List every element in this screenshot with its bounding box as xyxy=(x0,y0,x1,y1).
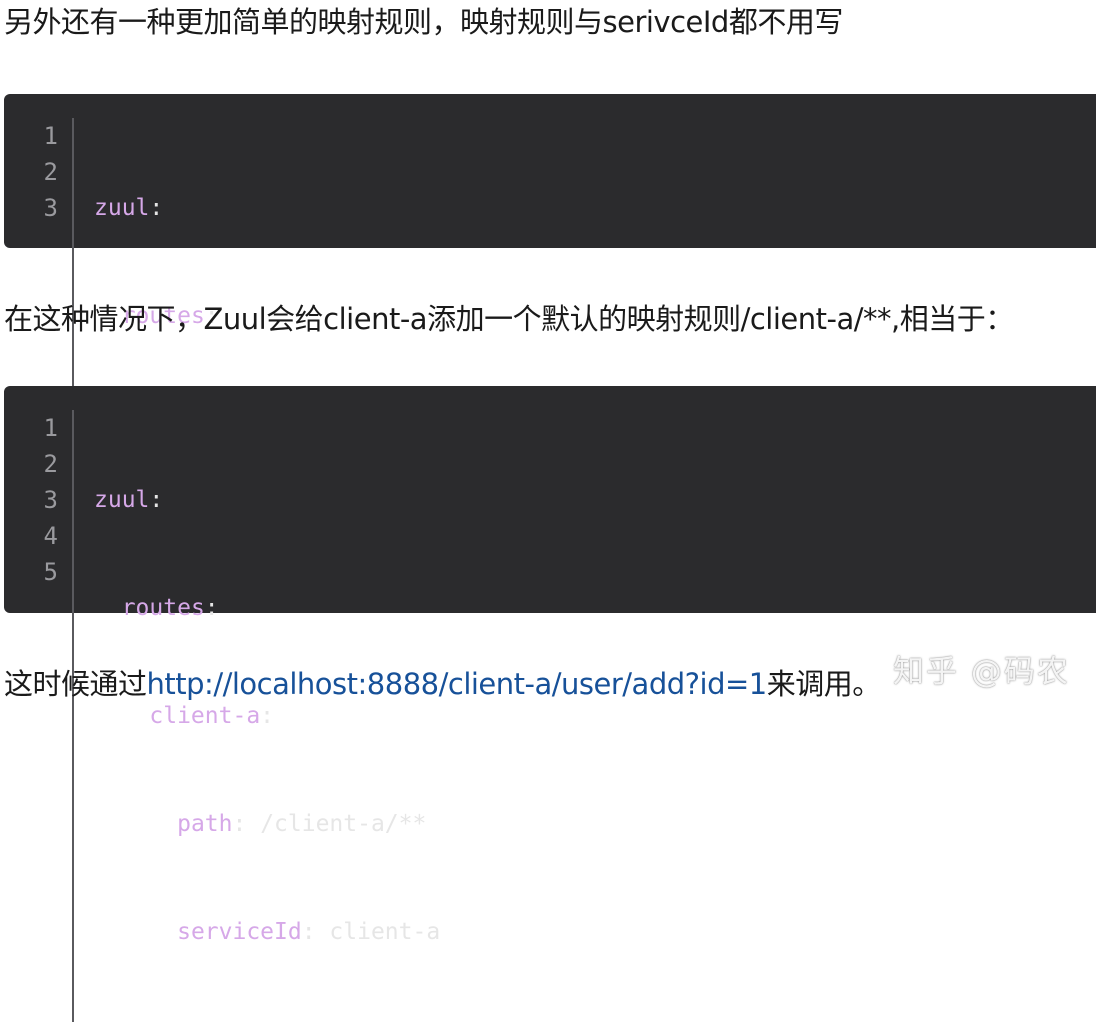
code-line: zuul: xyxy=(94,487,164,513)
localhost-url-link[interactable]: http://localhost:8888/client-a/user/add?… xyxy=(146,667,768,701)
yaml-value: client-a xyxy=(329,919,441,945)
intro-paragraph: 另外还有一种更加简单的映射规则，映射规则与serivceId都不用写 xyxy=(4,5,843,39)
code-line: zuul: xyxy=(94,195,164,221)
final-text-after-link: 来调用。 xyxy=(766,667,882,701)
code-lines: zuul: routes: client-a: path: /client-a/… xyxy=(74,410,440,1022)
yaml-key: zuul xyxy=(94,487,150,513)
line-number: 3 xyxy=(43,194,58,222)
final-paragraph: 这时候通过http://localhost:8888/client-a/user… xyxy=(4,664,881,704)
yaml-key: zuul xyxy=(94,195,150,221)
yaml-key: routes xyxy=(121,595,205,621)
line-number: 5 xyxy=(43,558,58,586)
zhihu-watermark: 知乎 @码农 xyxy=(893,654,1070,690)
middle-paragraph: 在这种情况下，Zuul会给client-a添加一个默认的映射规则/client-… xyxy=(4,302,1014,336)
line-number: 1 xyxy=(43,414,58,442)
yaml-key: serviceId xyxy=(177,919,302,945)
code-line: routes: xyxy=(121,595,219,621)
line-number-gutter: 1 2 3 xyxy=(4,118,74,514)
line-number: 4 xyxy=(43,522,58,550)
yaml-key: path xyxy=(177,811,233,837)
code-line: serviceId: client-a xyxy=(177,919,441,945)
yaml-value: /client-a/** xyxy=(260,811,427,837)
final-text-before-link: 这时候通过 xyxy=(4,667,147,701)
code-line: path: /client-a/** xyxy=(177,811,427,837)
line-number: 2 xyxy=(43,158,58,186)
code-line: routes: xyxy=(121,303,219,329)
line-number-gutter: 1 2 3 4 5 xyxy=(4,410,74,1022)
line-number: 3 xyxy=(43,486,58,514)
yaml-key: routes xyxy=(121,303,205,329)
code-block-2: 1 2 3 4 5 zuul: routes: client-a: path: … xyxy=(4,386,1096,1022)
yaml-key: client-a xyxy=(149,703,261,729)
line-number: 1 xyxy=(43,122,58,150)
line-number: 2 xyxy=(43,450,58,478)
code-block-1: 1 2 3 zuul: routes: client-a: xyxy=(4,94,1096,514)
